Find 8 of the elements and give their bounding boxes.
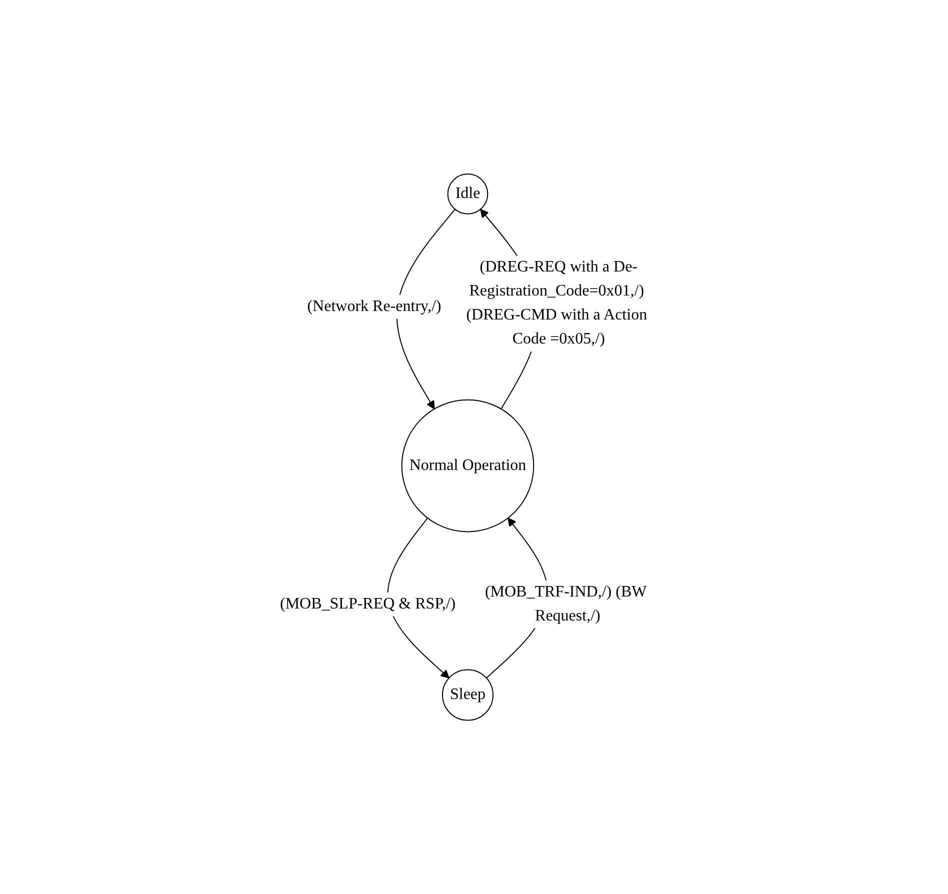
- node-circle: Idle: [447, 173, 488, 214]
- edge-label: (MOB_TRF-IND,/) (BW Request,/): [485, 583, 647, 624]
- edge-label: (DREG-REQ with a De-Registration_Code=0x01,/) (DREG-CMD with a Action Code =0x05,/): [466, 258, 648, 348]
- node-circle: Normal Operation: [401, 399, 534, 532]
- arrow: [396, 208, 456, 410]
- edge-label: (MOB_SLP-REQ & RSP,/): [280, 595, 456, 612]
- edge-label: (Network Re-entry,/): [307, 298, 442, 315]
- node-circle: Sleep: [442, 669, 494, 721]
